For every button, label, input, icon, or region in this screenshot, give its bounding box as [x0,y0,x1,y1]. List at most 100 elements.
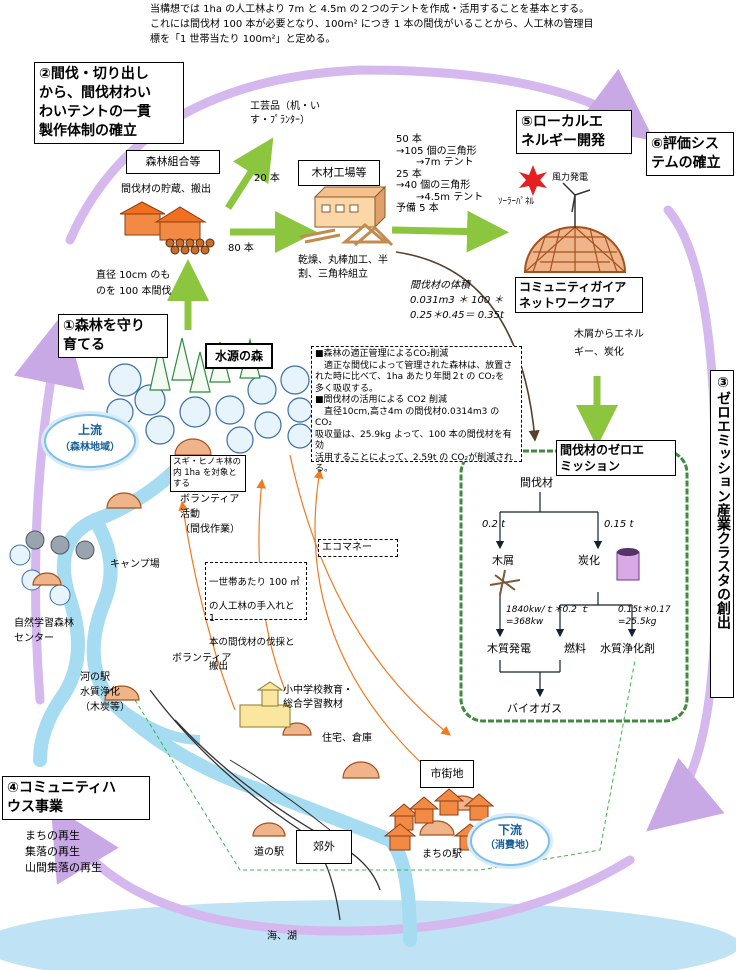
text-line: す・ﾌﾟﾗﾝﾀｰ） [250,115,310,126]
text-line: 活動 [180,509,200,520]
small-domes [32,438,480,837]
solar-power-label: ｿｰﾗｰﾊﾟﾈﾙ [498,197,535,207]
town-station-label: まちの駅 [422,849,462,860]
zero-emission-title: 間伐材のゼロエ ミッション [556,440,676,476]
title-line: コミュニティガイア [519,280,627,294]
step3-title: ③ゼロエミッション産業クラスタの創出 [710,370,734,698]
text-line: 間伐材の体積 [410,280,470,291]
title-line: ⑤ローカルエ [521,114,603,130]
school-label: 小中学校教育・ 総合学習教材 [283,684,353,712]
charcoal-icon [616,548,640,581]
title-line: ④コミュニティハ [7,780,117,796]
camp-label: キャンプ場 [110,559,160,570]
text-line: 工芸品（机・い [250,101,320,112]
title-line: ミッション [560,459,621,473]
biogas-label: バイオガス [507,702,562,715]
crafts-label: 工芸品（机・い す・ﾌﾟﾗﾝﾀｰ） [250,100,320,128]
text-line: スギ・ヒノキ林の [173,457,242,467]
text-line: →4.5m テント [396,191,484,203]
housing-label: 住宅、倉庫 [322,733,372,744]
title-line: （消費地） [485,840,535,851]
title-line: 育てる [63,337,105,353]
title-line: ウス事業 [7,799,63,815]
community-core-label: コミュニティガイア ネットワークコア [515,277,643,313]
household-note: 一世帯あたり 100 ㎡ の人工林の手入れと 1 本の間伐材の伐採と 搬出 [205,562,307,672]
zero-left-amount: 0.2 t [482,519,506,530]
text-line: 本の間伐材の伐採と [209,637,295,648]
intro-line: これには間伐材 100 本が必要となり、100m² につき 1 本の間伐がいるこ… [150,19,594,30]
co2-note: ■森林の適正管理によるCO₂削減 適正な間伐によって管理された森林は、放置さ れ… [311,346,522,474]
zero-root: 間伐材 [520,476,553,489]
tent-breakdown: 50 本 →105 個の三角形 →7m テント 25 本 →40 個の三角形 →… [396,134,483,215]
target-note: スギ・ヒノキ林の 内 1ha を対象と する [170,455,246,492]
text-line: =368kw [506,617,544,627]
text-line: 0.031m3 ＊ 100 ＊ [410,295,504,306]
title-line: 上流 [77,423,102,437]
text-line: 予備 5 本 [396,203,439,214]
intro-text: 当構想では 1ha の人工林より 7m と 4.5m の２つのテントを作成・活用… [150,2,593,47]
text-line: 直径 10cm のも [96,270,171,281]
forest-coop-label: 森林組合等 [126,150,220,174]
charcoal-label: 炭化 [578,554,600,567]
text-line: 25 本 [396,168,422,180]
text-line: 乾燥、丸棒加工、半 [298,255,388,266]
text-line: ボランティア [180,494,240,505]
text-line: 0.25＊0.45＝ 0.35t [410,310,504,321]
title-line: から、間伐材わい [39,85,151,101]
text-line: （木炭等） [80,702,130,713]
volunteer2-label: ボランティア [172,653,232,664]
energy-note: 木屑からエネル ギー、炭化 [574,326,644,362]
title-line: 間伐材のゼロエ [560,443,645,457]
road-station-label: 道の駅 [254,847,284,858]
cycle-arrows [13,65,725,936]
community-dome [523,226,627,273]
zero-flow-lines [495,492,637,698]
calc-right: 0.15t＊0.17 =25.5kg [618,604,671,628]
mill-label: 木材工場等 [298,160,380,186]
title-line: ネルギー開発 [521,133,605,149]
cut-note: 直径 10cm のも のを 100 本間伐 [96,268,171,300]
title-line: ①森林を守り [63,318,145,334]
lumber-yard [119,201,215,255]
text-line: 1840kw/ｔ＊0.2 ｔ [506,605,589,615]
mill-building [299,185,394,247]
text-line: 搬出 [209,661,229,672]
arrow-80-label: 80 本 [228,243,254,254]
school-building [239,681,291,728]
list-item: 集落の再生 [25,845,80,858]
step1-title: ①森林を守り 育てる [58,314,168,358]
text-line: 小中学校教育・ [283,685,353,696]
text-line: 総合学習教材 [283,699,343,710]
step5-title: ⑤ローカルエ ネルギー開発 [516,110,632,154]
river-station-label: 河の駅 水質浄化 （木炭等） [80,670,130,715]
text-line: 自然学習森林 [14,618,74,629]
text-line: センター [14,633,54,644]
text-line: 0.15t＊0.17 [618,605,671,615]
text-line: 木屑からエネル [574,329,644,340]
text-line: →7m テント [396,157,474,168]
calc-left: 1840kw/ｔ＊0.2 ｔ =368kw [506,604,589,628]
eco-money-label: エコマネー [318,539,398,557]
text-line: の人工林の手入れと 1 [209,601,295,624]
step2-title: ②間伐・切り出し から、間伐材わい わいテントの一貫 製作体制の確立 [34,62,184,144]
title-line: ⑥評価シス [651,136,719,152]
zero-right-amount: 0.15 t [604,519,634,530]
zero-emission-frame [459,449,689,723]
title-line: （森林地域） [60,442,120,453]
arrow-20-label: 20 本 [254,173,280,184]
text-line: 河の駅 [80,672,110,683]
title-line: ②間伐・切り出し [39,66,149,82]
city-label: 市街地 [420,760,474,788]
text-line: 50 本 [396,134,422,145]
list-item: まちの再生 [25,829,80,842]
wind-power-label: 風力発電 [552,173,589,183]
list-item: 山間集落の再生 [25,861,102,874]
step4-title: ④コミュニティハ ウス事業 [2,776,150,820]
mill-note: 乾燥、丸棒加工、半 割、三角枠組立 [298,254,388,282]
wood-power-label: 木質発電 [487,642,531,655]
text-line: 水質浄化 [80,687,120,698]
title-line: 製作体制の確立 [39,123,137,139]
text-line: 一世帯あたり 100 ㎡ [209,577,300,588]
title-line: テムの確立 [651,155,721,171]
